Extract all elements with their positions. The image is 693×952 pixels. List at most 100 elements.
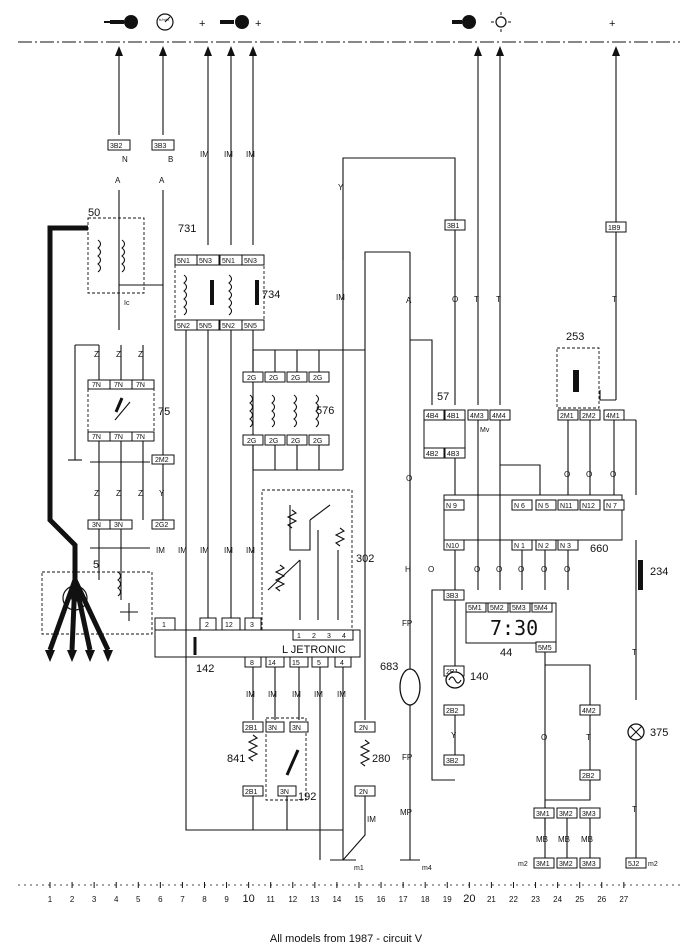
column-number: 17 — [399, 895, 408, 904]
switch-192-contact — [285, 749, 300, 776]
wire-code-mp: MP — [400, 808, 412, 817]
column-number: 21 — [487, 895, 496, 904]
fuel-pump-683 — [399, 668, 421, 706]
component-75-label: 75 — [158, 406, 170, 418]
connector-5m5-label: 5M5 — [538, 645, 552, 652]
column-number: 16 — [377, 895, 386, 904]
wire-code-n: N — [122, 155, 128, 164]
pin-5m4: 5M4 — [534, 605, 548, 612]
connector-5n2-b-label: 5N2 — [222, 323, 235, 330]
tachometer-icon: tr/min — [156, 13, 174, 31]
connector-2m2 — [151, 454, 175, 465]
column-number: 14 — [332, 895, 341, 904]
connector-5n2-a-label: 5N2 — [177, 323, 190, 330]
connector-5n1-a-label: 5N1 — [177, 258, 190, 265]
connector-2b2-r-label: 2B2 — [582, 773, 595, 780]
column-number: 23 — [531, 895, 540, 904]
wire-code-t-6: T — [632, 805, 637, 814]
component-660-label: 660 — [590, 543, 608, 555]
pin-8-label: 8 — [250, 660, 254, 667]
connector-4m4-label: 4M4 — [492, 413, 506, 420]
wire-code-h: H — [405, 565, 411, 574]
column-number: 2 — [70, 895, 75, 904]
wire-code-z-6: Z — [138, 489, 143, 498]
pin-5m2: 5M2 — [490, 605, 504, 612]
ground-m2b-label: m2 — [648, 861, 658, 868]
component-234-label: 234 — [650, 566, 668, 578]
column-number: 10 — [243, 893, 255, 905]
switch-75-box — [87, 388, 155, 433]
connector-2b2 — [443, 704, 465, 716]
connector-7n-4-label: 7N — [92, 434, 101, 441]
component-841-label: 841 — [227, 753, 245, 765]
lamp-icon-col9 — [220, 15, 249, 29]
connector-2b1-a-label: 2B1 — [245, 725, 258, 732]
connector-5n5-a-label: 5N5 — [199, 323, 212, 330]
lamp-icon-col4 — [104, 15, 138, 29]
top-feed-wires — [115, 46, 620, 405]
pin-n6: N 6 — [514, 503, 525, 510]
pin-n11: N11 — [560, 503, 572, 510]
connector-3b3-label: 3B3 — [154, 143, 167, 150]
wire-code-a: A — [115, 176, 121, 185]
connector-4m2-label: 4M2 — [582, 708, 596, 715]
wire-code-mb-1: MB — [536, 835, 548, 844]
component-57-label: 57 — [437, 391, 449, 403]
c3m1b-label: 3M1 — [536, 861, 550, 868]
wire-code-a2: A — [159, 176, 165, 185]
wire-code-y-1: Y — [159, 489, 165, 498]
switch-253-box — [556, 347, 600, 409]
connector-3b2-label: 3B2 — [110, 143, 123, 150]
jpin-4: 4 — [342, 633, 346, 640]
column-number: 5 — [136, 895, 141, 904]
connector-3b2-b — [443, 754, 465, 766]
connector-4b2 — [423, 447, 445, 459]
pin-n10: N10 — [446, 543, 459, 550]
column-number: 24 — [553, 895, 562, 904]
connector-3n-2b-label: 3N — [280, 789, 289, 796]
airflow-potentiometer — [286, 509, 298, 529]
connector-1b9-label: 1B9 — [608, 225, 621, 232]
wire-code-fp-1: FP — [402, 619, 412, 628]
ground-m1-label: m1 — [354, 865, 364, 872]
wire-code-o-10: O — [541, 565, 547, 574]
connector-4b4-label: 4B4 — [426, 413, 439, 420]
module-660 — [443, 494, 623, 541]
connector-3n-r — [289, 721, 309, 733]
relay-50-box — [87, 217, 145, 294]
c3m2b-label: 3M2 — [559, 861, 573, 868]
switch-234 — [638, 560, 643, 590]
connector-3b1-label: 3B1 — [447, 223, 460, 230]
c2g2-label: 2G — [269, 375, 278, 382]
column-number: 3 — [92, 895, 97, 904]
pin-5m3: 5M3 — [512, 605, 526, 612]
connector-5j2 — [625, 857, 647, 869]
wire-code-fp-2: FP — [402, 753, 412, 762]
component-50-label: 50 — [88, 207, 100, 219]
component-734-label: 734 — [262, 289, 280, 301]
wire-code-t-1: T — [474, 295, 479, 304]
column-number: 11 — [267, 895, 276, 904]
pin-2 — [199, 617, 217, 631]
pin-14-label: 14 — [268, 660, 276, 667]
component-44-label: 44 — [500, 647, 512, 659]
pin-n9: N 9 — [446, 503, 457, 510]
column-number: 6 — [158, 895, 163, 904]
wire-code-t-3: T — [612, 295, 617, 304]
c2g8-label: 2G — [313, 438, 322, 445]
jetronic-label: L JETRONIC — [282, 644, 346, 656]
column-number: 9 — [224, 895, 229, 904]
plus-sign-2: + — [255, 18, 261, 30]
wire-code-im-4: IM — [200, 546, 209, 555]
wire-code-im-10: IM — [246, 690, 255, 699]
connector-5m5 — [535, 641, 557, 653]
connector-2g2-label: 2G2 — [155, 522, 168, 529]
plus-sign-3: + — [609, 18, 615, 30]
column-number: 19 — [443, 895, 452, 904]
lamp-icon-col20 — [452, 15, 476, 29]
column-number: 20 — [463, 893, 475, 905]
connector-3n-2-label: 3N — [114, 522, 123, 529]
jpin-2: 2 — [312, 633, 316, 640]
wire-code-o-7: O — [474, 565, 480, 574]
